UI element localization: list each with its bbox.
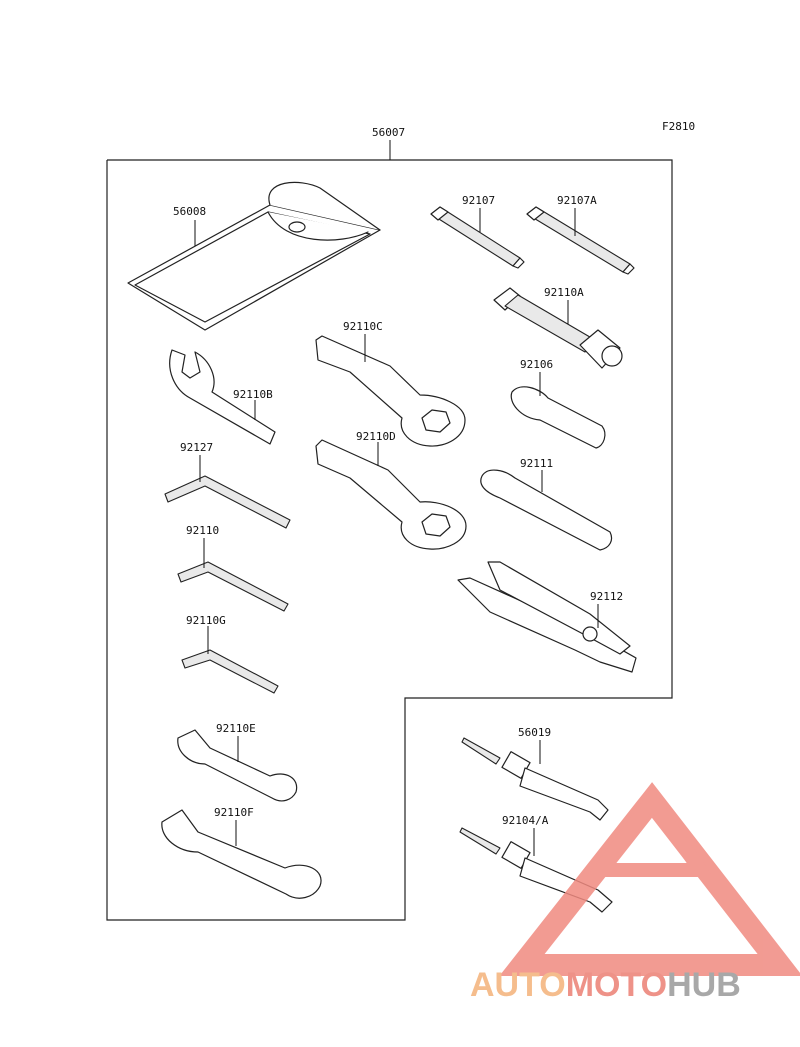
hex-key-small: 92110G xyxy=(181,614,279,694)
screwdriver-plus: 92107 xyxy=(430,194,525,269)
label-92110G: 92110G xyxy=(186,614,226,627)
label-92110C: 92110C xyxy=(343,320,383,333)
tool-pouch: 56008 xyxy=(127,181,381,331)
figure-code: F2810 xyxy=(662,120,695,133)
bit-adapter: 92106 xyxy=(510,358,606,449)
watermark-part1: AUTO xyxy=(470,966,566,1004)
pliers: 92112 xyxy=(457,561,637,673)
label-92112: 92112 xyxy=(590,590,623,603)
label-92127: 92127 xyxy=(180,441,213,454)
label-92107A: 92107A xyxy=(557,194,597,207)
ring-wrench-d: 92110D xyxy=(315,430,467,550)
watermark-part2: MOTO xyxy=(566,966,667,1004)
open-wrench-f: 92110F xyxy=(161,806,322,899)
label-92110F: 92110F xyxy=(214,806,254,819)
label-92110B: 92110B xyxy=(233,388,273,401)
label-56008: 56008 xyxy=(173,205,206,218)
extension-bar: 92111 xyxy=(480,457,613,551)
ring-wrench-c: 92110C xyxy=(315,320,466,447)
label-92110E: 92110E xyxy=(216,722,256,735)
label-56019: 56019 xyxy=(518,726,551,739)
box-socket: 92110A xyxy=(493,286,623,369)
label-92110: 92110 xyxy=(186,524,219,537)
watermark-logo: AUTOMOTOHUB xyxy=(470,782,800,1004)
kit-frame: 56007 xyxy=(106,126,673,921)
tube-92104A: 92104/A xyxy=(459,814,613,913)
hex-key-mid: 92110 xyxy=(177,524,289,612)
open-wrench-e: 92110E xyxy=(177,722,298,802)
watermark-part3: HUB xyxy=(667,966,741,1004)
label-92110D: 92110D xyxy=(356,430,396,443)
label-56007: 56007 xyxy=(372,126,405,139)
label-92104A: 92104/A xyxy=(502,814,549,827)
hook-wrench: 92110B xyxy=(169,349,276,445)
label-92110A: 92110A xyxy=(544,286,584,299)
screwdriver-minus: 92107A xyxy=(526,194,635,275)
label-92106: 92106 xyxy=(520,358,553,371)
hex-key-large: 92127 xyxy=(164,441,291,529)
tube-56019: 56019 xyxy=(461,726,609,821)
label-92107: 92107 xyxy=(462,194,495,207)
label-92111: 92111 xyxy=(520,457,553,470)
watermark-text: AUTOMOTOHUB xyxy=(470,966,741,1004)
